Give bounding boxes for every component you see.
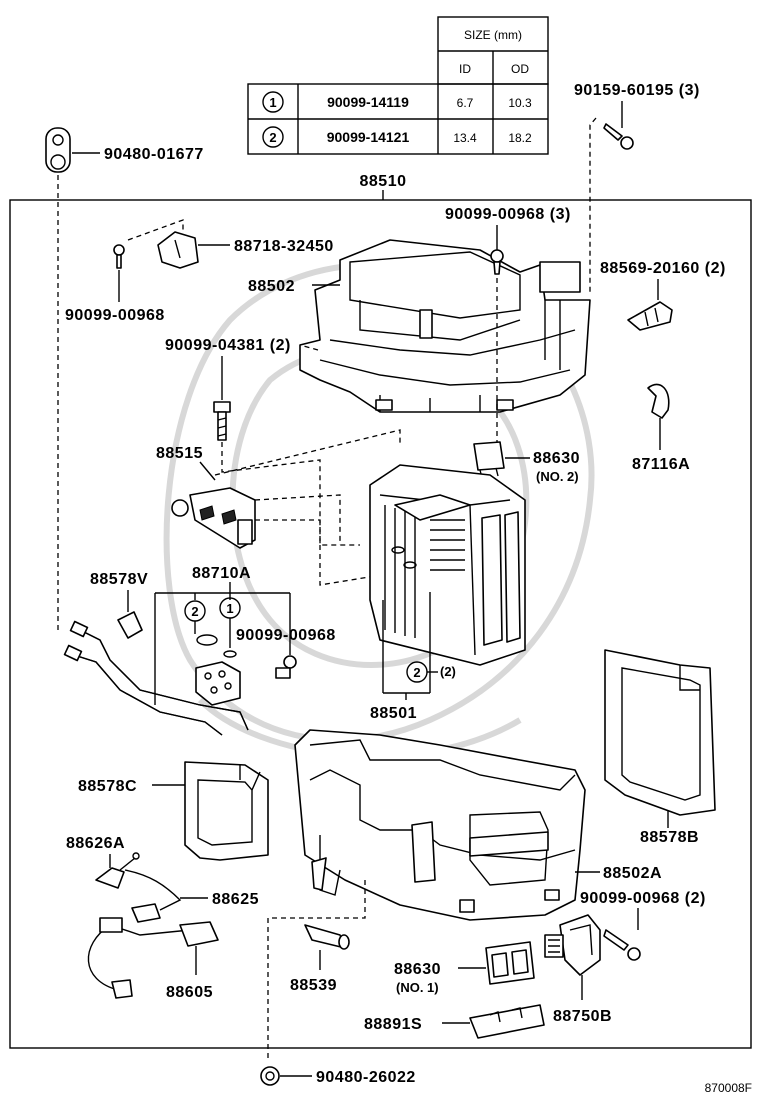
relay-part [485, 941, 535, 985]
label-88502: 88502 [248, 278, 295, 295]
label-88502A: 88502A [603, 865, 662, 882]
label-87116A: 87116A [632, 456, 690, 473]
label-90099-00968-b: 90099-00968 [236, 627, 336, 644]
grommet-part [260, 1066, 280, 1086]
screw-part [603, 123, 634, 150]
seal-part [604, 649, 716, 816]
screw-part [490, 249, 504, 275]
id-header: ID [459, 62, 471, 76]
blower-resistor-part [544, 914, 601, 976]
label-90159-60195: 90159-60195 (3) [574, 82, 700, 99]
label-88626A: 88626A [66, 835, 125, 852]
label-88630-no2: 88630 [533, 450, 580, 467]
clip-part [157, 231, 199, 269]
leader-dashed [299, 344, 319, 351]
label-90099-04381: 90099-04381 (2) [165, 337, 291, 354]
marker-1: 1 [226, 601, 233, 616]
label-88578V: 88578V [90, 571, 148, 588]
label-88578C: 88578C [78, 778, 137, 795]
o-ring-part [196, 634, 218, 646]
clip-part [95, 852, 140, 889]
marker-circle [262, 91, 284, 113]
label-88578B: 88578B [640, 829, 699, 846]
row2-id: 13.4 [453, 131, 477, 145]
evaporator-core-part [369, 464, 526, 666]
bolt-part [213, 401, 231, 441]
label-88510: 88510 [360, 173, 407, 190]
label-88539: 88539 [290, 977, 337, 994]
label-90480-01677: 90480-01677 [104, 146, 204, 163]
expansion-valve-part [171, 487, 256, 549]
o-ring-part [223, 650, 237, 658]
pipe-part [63, 620, 249, 736]
marker-circle [262, 126, 284, 148]
marker-2-core-qty: (2) [440, 664, 456, 679]
label-88630-no1: 88630 [394, 961, 441, 978]
size-table: SIZE (mm) ID OD 1 90099-14119 6.7 10.3 2… [247, 16, 549, 155]
row1-od: 10.3 [508, 96, 532, 110]
label-88630-no1-sub: (NO. 1) [396, 980, 439, 995]
label-88569-20160: 88569-20160 (2) [600, 260, 726, 277]
cover-part [469, 1004, 545, 1039]
leader-dashed [221, 442, 360, 546]
row2-marker: 2 [269, 130, 276, 145]
label-88891S: 88891S [364, 1016, 422, 1033]
leader-dashed [589, 117, 597, 292]
row2-part: 90099-14121 [327, 129, 410, 145]
seal-part [184, 761, 269, 861]
lower-case-part [294, 729, 586, 921]
screw-part [603, 929, 641, 961]
od-header: OD [511, 62, 529, 76]
bushing-part [304, 924, 350, 950]
label-88750B: 88750B [553, 1008, 612, 1025]
screw-part [113, 244, 125, 269]
clip-part [627, 301, 673, 331]
leader-dashed [267, 880, 366, 1062]
label-88625: 88625 [212, 891, 259, 908]
upper-case-part [299, 239, 591, 413]
marker-2-core: 2 [413, 665, 420, 680]
clip-part [647, 383, 670, 419]
clamp-part [117, 611, 143, 639]
screw-part [275, 655, 297, 679]
row1-id: 6.7 [457, 96, 474, 110]
row1-part: 90099-14119 [327, 94, 409, 110]
row1-marker: 1 [269, 95, 276, 110]
label-88718-32450: 88718-32450 [234, 238, 334, 255]
row2-od: 18.2 [508, 131, 532, 145]
leader-dashed [127, 219, 184, 241]
label-88630-no2-sub: (NO. 2) [536, 469, 579, 484]
leader-dashed [214, 429, 401, 476]
grommet-part [45, 127, 71, 173]
label-90480-26022: 90480-26022 [316, 1069, 416, 1086]
diagram-code: 870008F [705, 1081, 752, 1095]
wire-harness-part [87, 917, 219, 999]
label-90099-00968-2: 90099-00968 (2) [580, 890, 706, 907]
assembly-frame [9, 199, 752, 1049]
marker-2: 2 [191, 604, 198, 619]
label-88501: 88501 [370, 705, 417, 722]
size-header: SIZE (mm) [464, 28, 522, 42]
label-88605: 88605 [166, 984, 213, 1001]
label-90099-00968-3: 90099-00968 (3) [445, 206, 571, 223]
relay-part [473, 441, 505, 479]
label-88515: 88515 [156, 445, 203, 462]
label-90099-00968-a: 90099-00968 [65, 307, 165, 324]
leader-dashed [254, 494, 341, 545]
thermistor-part [124, 869, 182, 923]
label-88710A: 88710A [192, 565, 251, 582]
